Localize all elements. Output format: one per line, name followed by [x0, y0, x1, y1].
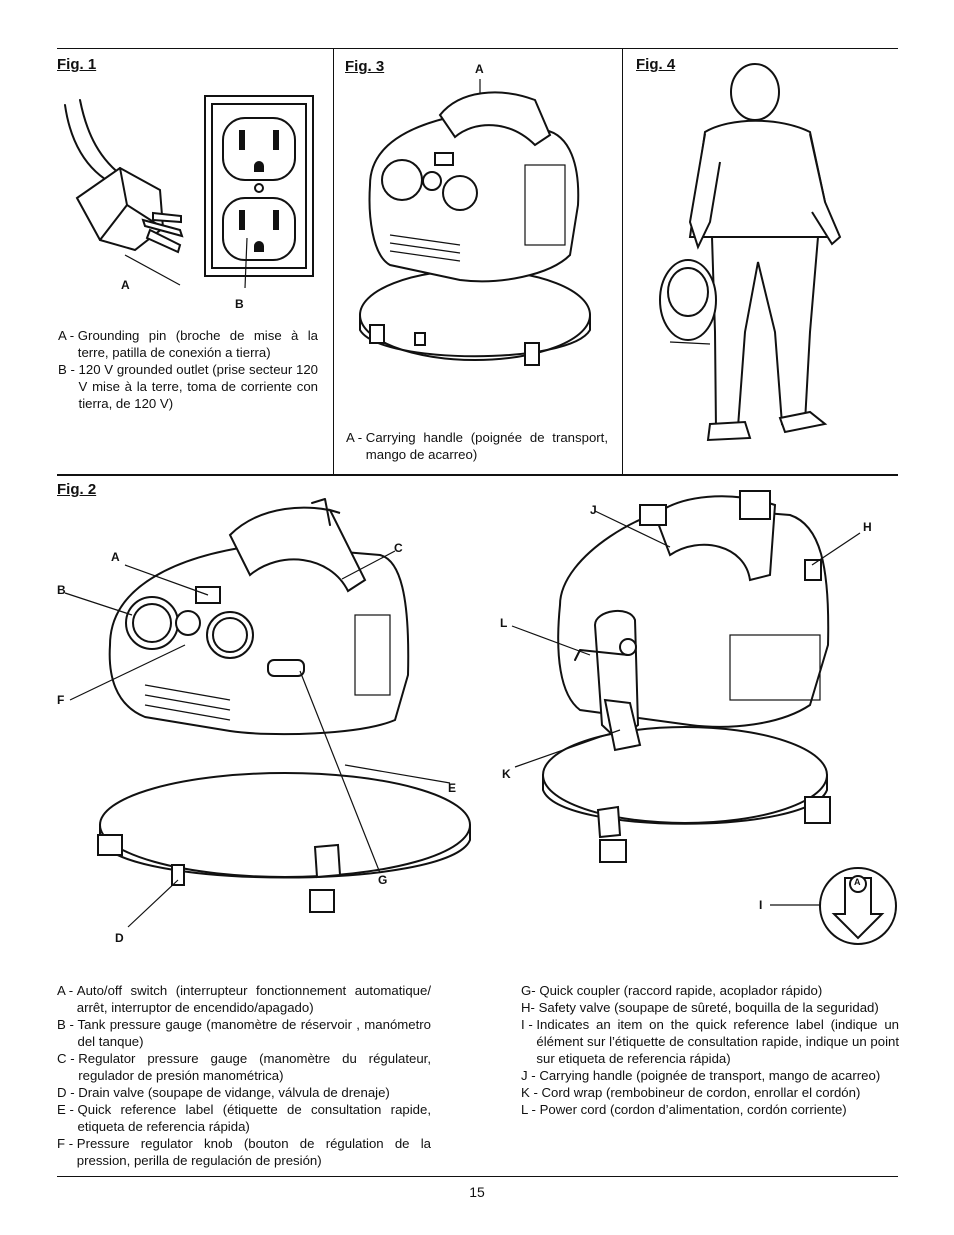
fig2-legend-item: K - Cord wrap (rembobineur de cordon, en… — [521, 1085, 861, 1100]
fig2-label-c: C — [394, 541, 403, 555]
bottom-rule — [57, 1176, 898, 1177]
fig2-label-l: L — [500, 616, 508, 630]
middle-rule — [57, 474, 898, 476]
fig2-label-h: H — [863, 520, 872, 534]
fig2-legend-item: G- Quick coupler (raccord rapide, acopla… — [521, 983, 823, 998]
fig4-title: Fig. 4 — [636, 56, 676, 73]
fig2-legend-item: B - Tank pressure gauge (manomètre de ré… — [57, 1017, 431, 1049]
fig2-legend-item: E - Quick reference label (étiquette de … — [57, 1102, 431, 1134]
fig2-label-a: A — [111, 550, 120, 564]
fig1-plug-outlet-illustration — [64, 95, 314, 289]
divider-fig3-fig4 — [622, 48, 623, 475]
fig2-label-i: I — [759, 898, 763, 912]
fig3-compressor-illustration — [359, 79, 591, 366]
quick-reference-symbol-letter: A — [854, 877, 861, 887]
quick-reference-symbol-icon — [770, 867, 897, 945]
fig2-legend-item: D - Drain valve (soupape de vidange, vál… — [57, 1085, 390, 1100]
power-plug-icon — [64, 99, 184, 286]
fig1-legend-item: B - 120 V grounded outlet (prise secteur… — [58, 362, 318, 411]
fig2-legend-item: L - Power cord (cordon d’alimentation, c… — [521, 1102, 847, 1117]
fig1-legend: A - Grounding pin (broche de mise à la t… — [58, 327, 318, 412]
fig1-title: Fig. 1 — [57, 56, 97, 73]
fig2-label-d: D — [115, 931, 124, 945]
fig2-legend-item: J - Carrying handle (poignée de transpor… — [521, 1068, 881, 1083]
fig3-legend-item: A - Carrying handle (poignée de transpor… — [346, 430, 608, 462]
fig3-title: Fig. 3 — [345, 58, 385, 75]
fig1-label-a: A — [121, 278, 130, 292]
fig2-label-k: K — [502, 767, 511, 781]
fig2-legend-item: A - Auto/off switch (interrupteur foncti… — [57, 983, 431, 1015]
fig2-compressor-rear-illustration — [511, 490, 861, 863]
fig2-compressor-front-illustration — [64, 498, 471, 928]
page-number: 15 — [469, 1184, 485, 1200]
top-rule — [57, 48, 898, 49]
divider-fig1-fig3 — [333, 48, 334, 475]
fig2-legend-item: C - Regulator pressure gauge (manomètre … — [57, 1051, 431, 1083]
fig4-person-carrying-illustration — [659, 63, 842, 442]
fig2-label-f: F — [57, 693, 65, 707]
fig1-label-b: B — [235, 297, 244, 311]
fig2-title: Fig. 2 — [57, 481, 97, 498]
fig2-label-b: B — [57, 583, 66, 597]
fig3-legend: A - Carrying handle (poignée de transpor… — [346, 429, 608, 463]
fig2-legend-right: G- Quick coupler (raccord rapide, acopla… — [521, 982, 899, 1118]
fig2-label-j: J — [590, 503, 597, 517]
fig3-label-a: A — [475, 62, 484, 76]
fig2-legend-left: A - Auto/off switch (interrupteur foncti… — [57, 982, 431, 1169]
fig2-legend-item: H- Safety valve (soupape de sûreté, boqu… — [521, 1000, 879, 1015]
fig2-label-e: E — [448, 781, 457, 795]
fig1-legend-item: A - Grounding pin (broche de mise à la t… — [58, 328, 318, 360]
wall-outlet-icon — [204, 95, 314, 289]
fig2-legend-item: F - Pressure regulator knob (bouton de r… — [57, 1136, 431, 1168]
fig2-label-g: G — [378, 873, 388, 887]
fig2-legend-item: I - Indicates an item on the quick refer… — [521, 1017, 899, 1066]
